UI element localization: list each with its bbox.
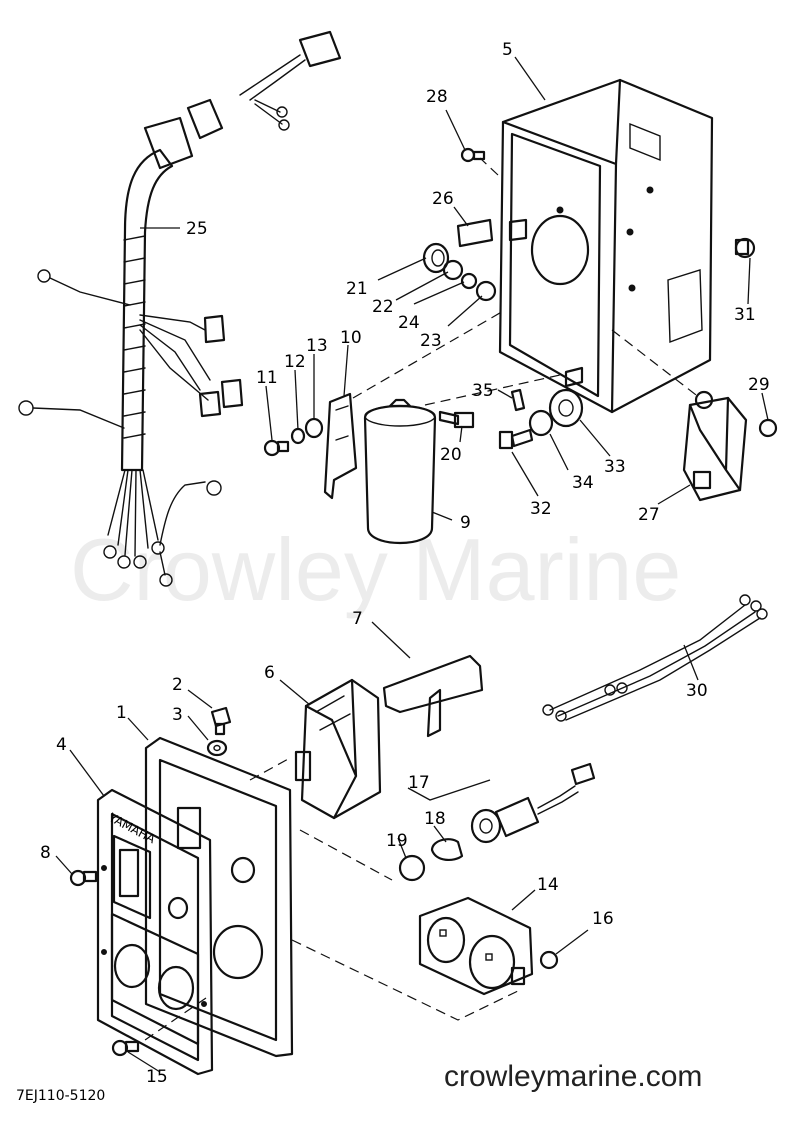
callout-26: 26 xyxy=(432,189,454,209)
callout-leaders xyxy=(55,56,769,1073)
sub-harness xyxy=(542,594,768,722)
callout-35: 35 xyxy=(472,381,494,401)
callout-33: 33 xyxy=(604,457,626,477)
callout-30: 30 xyxy=(686,681,708,701)
panel-screws xyxy=(69,706,232,1057)
callout-29: 29 xyxy=(748,375,770,395)
circuit-breaker-6 xyxy=(294,678,382,820)
callout-22: 22 xyxy=(372,297,394,317)
callout-24: 24 xyxy=(398,313,420,333)
callout-27: 27 xyxy=(638,505,660,525)
watermark: Crowley Marine xyxy=(70,520,681,619)
grommet-bolt-set xyxy=(498,388,584,450)
assembly-leaders-bottom xyxy=(144,757,521,1041)
callout-6: 6 xyxy=(264,663,275,683)
assembly-leaders-top xyxy=(352,157,701,406)
callout-14: 14 xyxy=(537,875,559,895)
callout-4: 4 xyxy=(56,735,67,755)
panel-1 xyxy=(144,736,294,1058)
bracket-7 xyxy=(382,654,484,738)
callout-21: 21 xyxy=(346,279,368,299)
cover-plate-4: YAMAHA xyxy=(96,788,214,1076)
callout-7: 7 xyxy=(352,609,363,629)
control-box xyxy=(498,78,714,414)
callout-32: 32 xyxy=(530,499,552,519)
callout-34: 34 xyxy=(572,473,594,493)
footer-url: crowleymarine.com xyxy=(444,1060,702,1093)
callout-19: 19 xyxy=(386,831,408,851)
right-switch xyxy=(682,390,778,502)
pilot-lamp xyxy=(398,762,596,882)
callout-13: 13 xyxy=(306,336,328,356)
duplex-outlet xyxy=(418,896,559,996)
callout-11: 11 xyxy=(256,368,278,388)
callout-16: 16 xyxy=(592,909,614,929)
callout-3: 3 xyxy=(172,705,183,725)
callout-9: 9 xyxy=(460,513,471,533)
callout-labels: 1 2 3 4 5 6 7 8 9 10 11 12 13 14 15 16 1… xyxy=(40,40,770,1087)
wiring-harness xyxy=(18,30,342,587)
callout-17: 17 xyxy=(408,773,430,793)
callout-20: 20 xyxy=(440,445,462,465)
callout-25: 25 xyxy=(186,219,208,239)
callout-15: 15 xyxy=(146,1067,168,1087)
hardware-screws xyxy=(422,147,756,302)
callout-18: 18 xyxy=(424,809,446,829)
callout-28: 28 xyxy=(426,87,448,107)
callout-1: 1 xyxy=(116,703,127,723)
callout-5: 5 xyxy=(502,40,513,60)
callout-12: 12 xyxy=(284,352,306,372)
callout-10: 10 xyxy=(340,328,362,348)
callout-23: 23 xyxy=(420,331,442,351)
callout-8: 8 xyxy=(40,843,51,863)
callout-2: 2 xyxy=(172,675,183,695)
callout-31: 31 xyxy=(734,305,756,325)
drawing-code: 7EJ110-5120 xyxy=(16,1088,105,1104)
